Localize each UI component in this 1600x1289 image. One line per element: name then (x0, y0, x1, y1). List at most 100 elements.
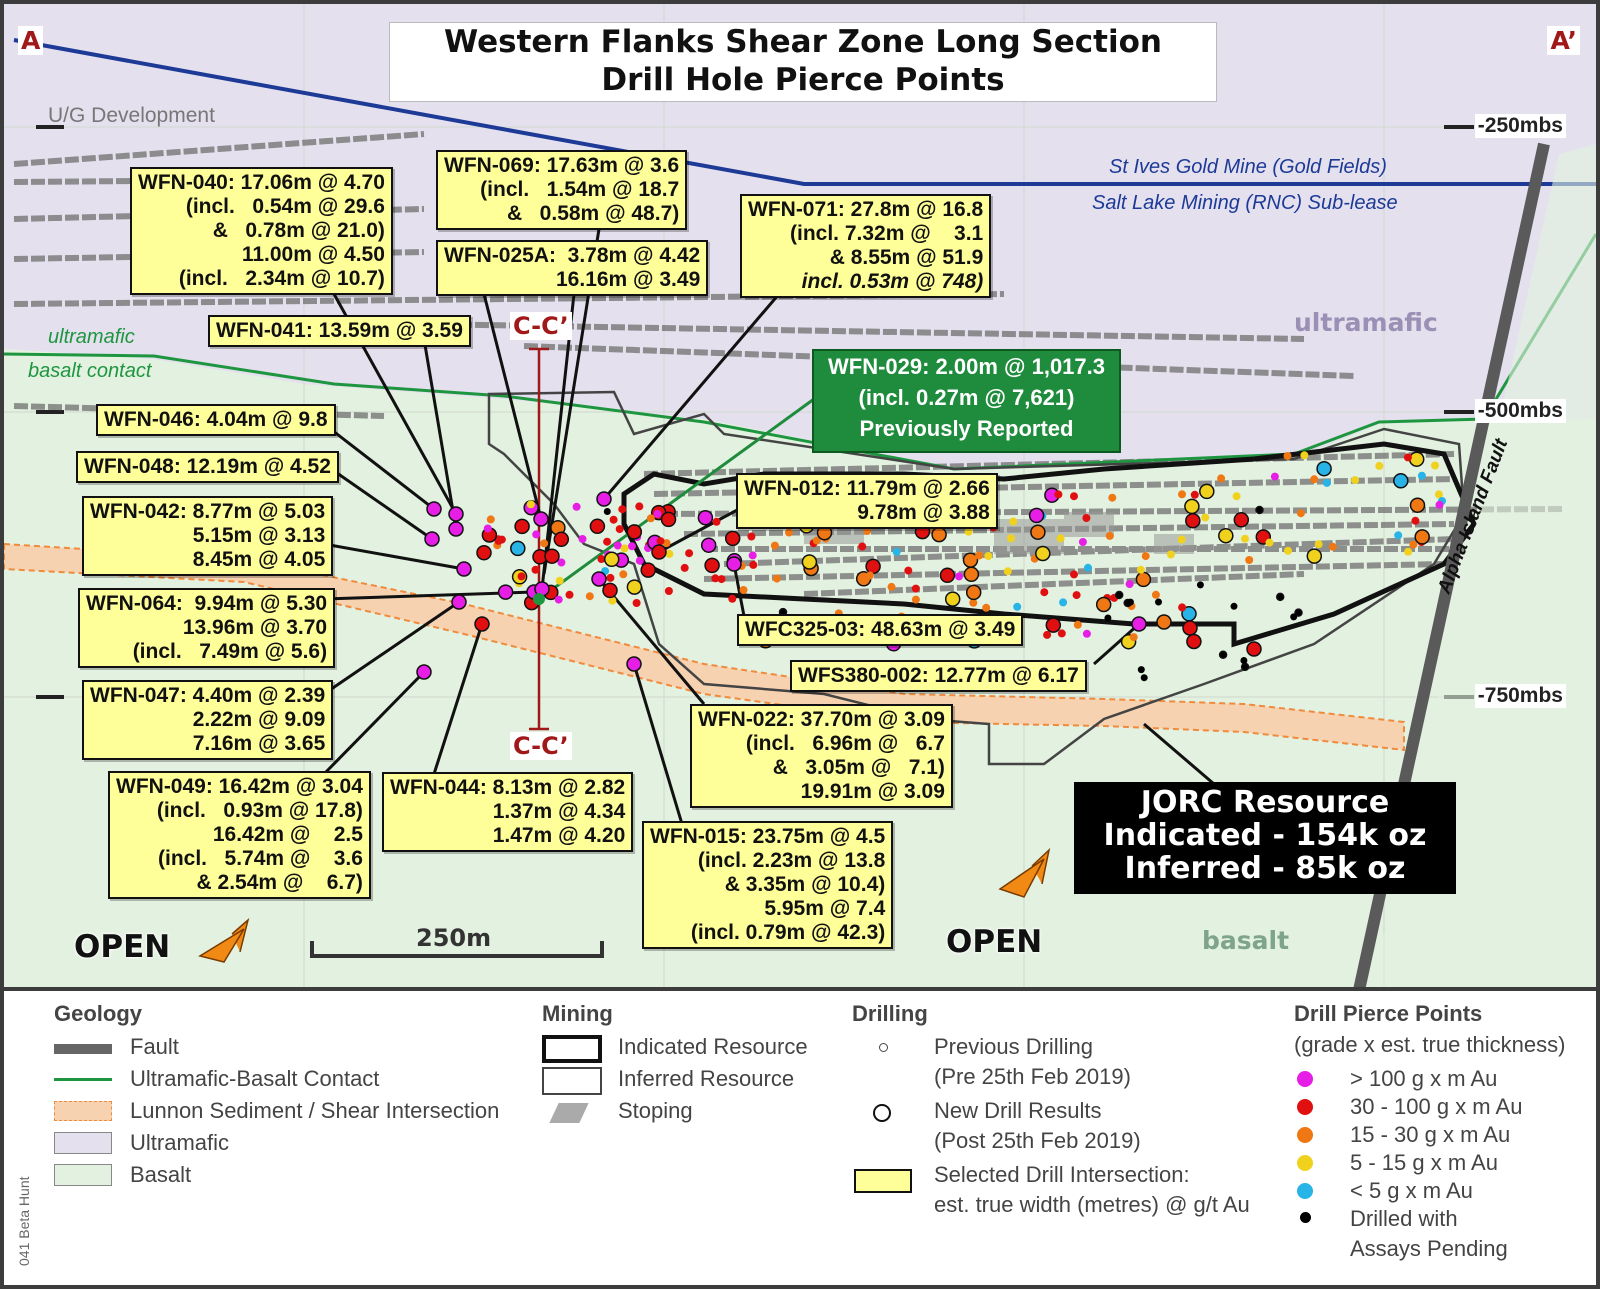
salt-lake-label: Salt Lake Mining (RNC) Sub-lease (1092, 192, 1398, 214)
pierce-point (554, 595, 563, 604)
pierce-point (772, 574, 781, 583)
pierce-point (1240, 662, 1250, 672)
pierce-point (1136, 565, 1145, 574)
pierce-point (613, 541, 622, 550)
pierce-point (1201, 513, 1210, 522)
pierce-point (1184, 498, 1200, 515)
callout-wfn022: WFN-022: 37.70m @ 3.09(incl. 6.96m @ 6.7… (690, 704, 953, 808)
pierce-point (1035, 545, 1051, 562)
legend-indicated: Indicated Resource (618, 1034, 808, 1059)
pierce-point (627, 542, 636, 551)
pierce-point (1043, 630, 1052, 639)
legend-pierce-gt100: > 100 g x m Au (1350, 1066, 1498, 1091)
pierce-point (1375, 461, 1384, 470)
callout-wfn041: WFN-041: 13.59m @ 3.59 (208, 315, 471, 347)
legend-previous-drilling-2: (Pre 25th Feb 2019) (934, 1064, 1131, 1089)
pierce-point (585, 592, 594, 601)
pierce-point (526, 500, 535, 509)
pierce-point (1245, 556, 1254, 564)
legend-stoping: Stoping (618, 1098, 693, 1123)
scale-bar (310, 941, 604, 958)
pierce-point-new (626, 656, 642, 672)
pierce-point (1328, 542, 1337, 551)
pierce-point-new (416, 664, 432, 680)
pierce-point-new (596, 491, 612, 507)
callout-wfn040: WFN-040: 17.06m @ 4.70(incl. 0.54m @ 29.… (130, 167, 393, 295)
st-ives-label: St Ives Gold Mine (Gold Fields) (1109, 156, 1387, 178)
pierce-point (1300, 451, 1309, 460)
pierce-point (1028, 507, 1045, 524)
lunnon-sediment-band (4, 542, 1405, 752)
fault-swatch (54, 1044, 112, 1054)
pierce-point (801, 554, 818, 570)
open-arrow-left (198, 917, 250, 963)
pierce-point (635, 556, 644, 565)
jorc-line-3: Inferred - 85k oz (1124, 851, 1406, 886)
legend: Geology Fault Ultramafic-Basalt Contact … (4, 991, 1596, 1285)
pierce-point (1186, 633, 1202, 650)
pierce-point (483, 524, 492, 533)
pierce-point (1104, 614, 1112, 622)
pierce-point (1232, 492, 1241, 501)
callout-wfn049: WFN-049: 16.42m @ 3.04(incl. 0.93m @ 17.… (108, 771, 371, 899)
pierce-point (865, 558, 881, 575)
pierce-point (1409, 497, 1426, 513)
pierce-point (975, 551, 984, 560)
pierce-point (863, 527, 872, 535)
pierce-point (1417, 471, 1426, 480)
pierce-point (664, 587, 673, 595)
pierce-point-new (1156, 614, 1172, 630)
pierce-point-new (726, 556, 742, 572)
pierce-point (785, 528, 793, 537)
legend-sediment: Lunnon Sediment / Shear Intersection (130, 1098, 500, 1123)
legend-drilling-heading: Drilling (852, 1001, 928, 1026)
section-start-label: A (18, 26, 44, 55)
pierce-point (1294, 608, 1303, 617)
contact-label-line1: ultramafic (48, 326, 135, 348)
pierce-point (1082, 514, 1091, 522)
pierce-point (955, 572, 963, 581)
open-label-left: OPEN (74, 929, 171, 965)
pierce-point (939, 567, 956, 584)
pierce-point (1431, 461, 1439, 470)
pierce-point (1408, 451, 1425, 467)
pierce-point (660, 511, 677, 528)
pierce-point (748, 551, 757, 560)
pierce-points (416, 451, 1446, 682)
pierce-point (1322, 478, 1331, 487)
pierce-point (540, 539, 549, 548)
pierce-point (1403, 453, 1412, 462)
pierce-point (1108, 493, 1117, 502)
pierce-point (1196, 581, 1204, 589)
pierce-point (1233, 512, 1250, 528)
pierce-point-new (424, 531, 440, 547)
leader-lines (322, 228, 1215, 825)
pierce-point (911, 595, 920, 604)
pierce-point (476, 544, 492, 561)
pierce-point (717, 575, 726, 584)
pierce-point (1073, 620, 1082, 629)
pierce-swatch-5-15 (1297, 1155, 1313, 1171)
pierce-point (1217, 474, 1226, 483)
pierce-point (1393, 473, 1409, 489)
pierce-point (1435, 500, 1444, 509)
legend-callout-1: Selected Drill Intersection: (934, 1162, 1190, 1187)
pierce-point (704, 557, 720, 574)
callout-wfn071: WFN-071: 27.8m @ 16.8(incl. 7.32m @ 3.1&… (740, 194, 992, 298)
callout-symbol (854, 1169, 912, 1193)
pierce-point (904, 566, 913, 575)
indicated-swatch (542, 1035, 602, 1063)
pierce-point (685, 549, 694, 558)
pierce-point (865, 571, 874, 580)
pierce-point (1030, 524, 1046, 540)
pierce-point (497, 584, 514, 600)
pierce-point (1241, 534, 1249, 543)
pierce-point (887, 582, 896, 591)
pierce-point (635, 502, 644, 511)
pierce-point (1140, 674, 1148, 682)
pierce-point (1151, 590, 1160, 599)
